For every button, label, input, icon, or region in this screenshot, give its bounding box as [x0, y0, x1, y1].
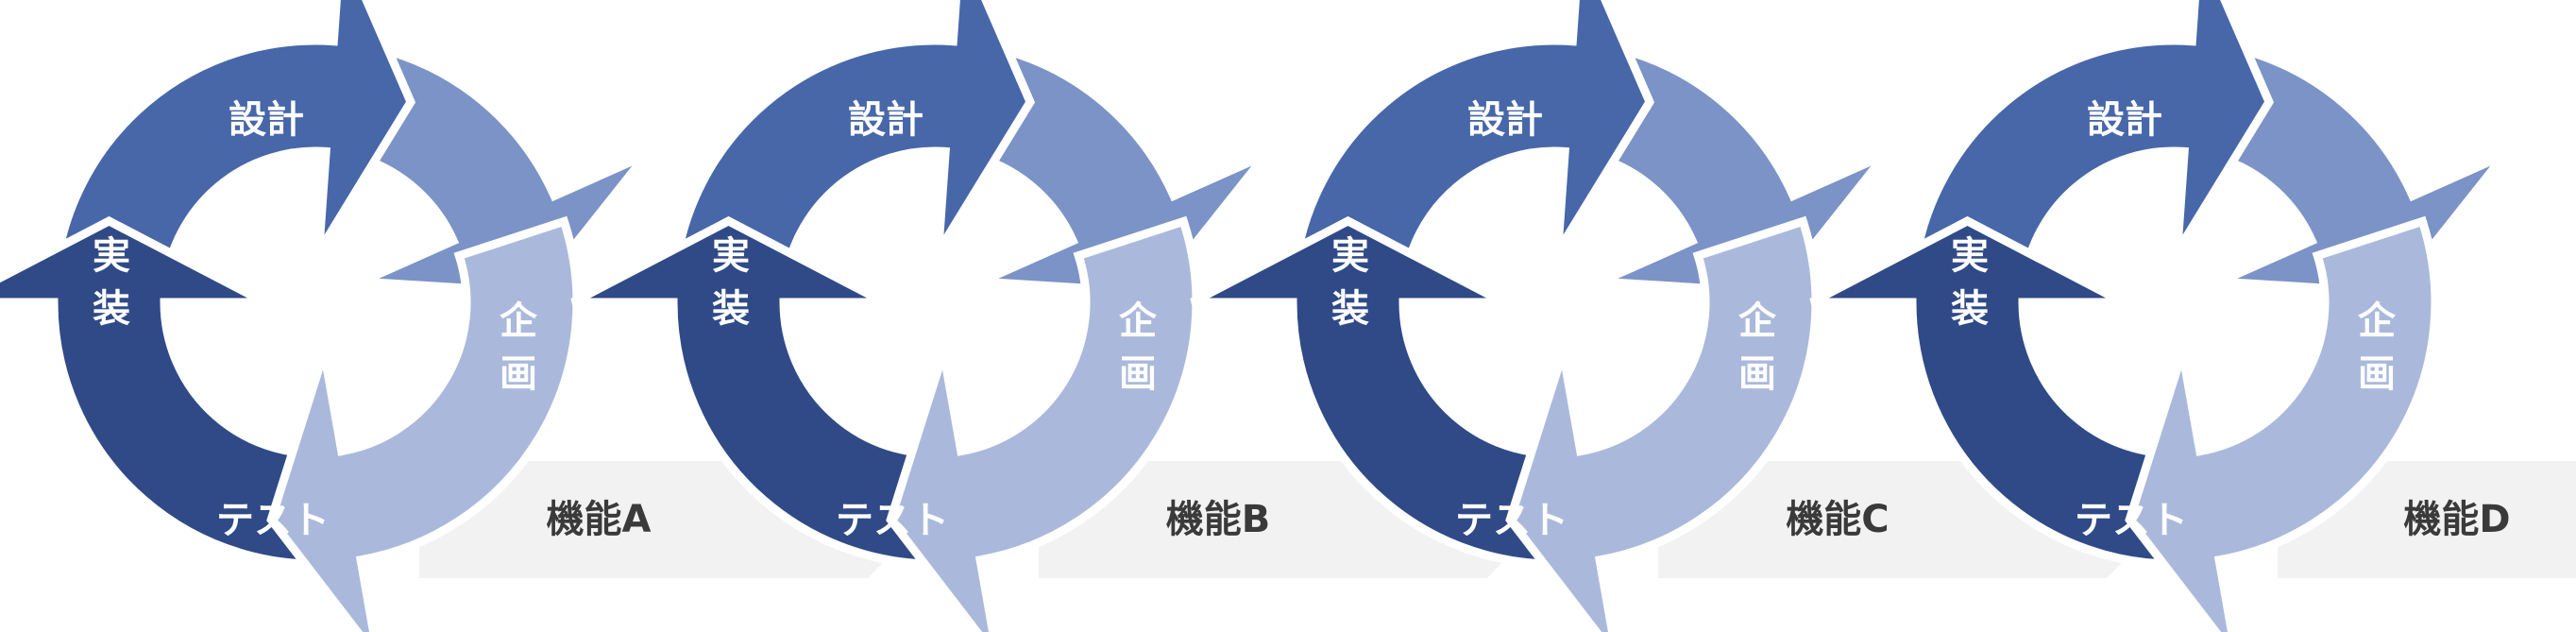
implement-label-4: 実装 [1951, 234, 1989, 331]
feature-label-1: 機能A [547, 498, 652, 541]
feature-label-4: 機能D [2403, 498, 2510, 541]
design-label-2: 設計 [848, 98, 924, 142]
plan-arrow-1 [266, 215, 582, 632]
implement-arrow-2 [669, 0, 1036, 292]
test-label-2: テスト [836, 499, 949, 542]
implement-label-1: 実装 [93, 234, 130, 331]
design-label-3: 設計 [1467, 98, 1543, 142]
implement-label-3: 実装 [1331, 234, 1369, 331]
plan-arrow-3 [1505, 215, 1821, 632]
design-label-1: 設計 [229, 98, 304, 142]
design-label-4: 設計 [2087, 98, 2162, 142]
feature-label-2: 機能B [1166, 498, 1271, 541]
test-arrow-4 [1809, 215, 2215, 569]
test-label-3: テスト [1455, 499, 1568, 542]
implement-arrow-4 [1908, 0, 2275, 292]
plan-label-2: 企画 [1119, 299, 1158, 396]
test-label-1: テスト [216, 499, 330, 542]
test-arrow-1 [0, 215, 357, 569]
implement-arrow-1 [50, 0, 416, 292]
cycle-4: 設計 テスト 実装 企画 機能D [1809, 0, 2576, 632]
plan-label-1: 企画 [500, 299, 538, 396]
plan-label-3: 企画 [1738, 299, 1777, 396]
test-arrow-2 [570, 215, 976, 569]
implement-arrow-3 [1289, 0, 1655, 292]
plan-arrow-2 [886, 215, 1201, 632]
plan-label-4: 企画 [2358, 299, 2397, 396]
plan-arrow-4 [2125, 215, 2440, 632]
implement-label-2: 実装 [712, 234, 750, 331]
test-label-4: テスト [2075, 499, 2188, 542]
cycle-3: 設計 テスト 実装 企画 機能C [1190, 0, 2163, 632]
test-arrow-3 [1190, 215, 1596, 569]
cycle-2: 設計 テスト 実装 企画 機能B [570, 0, 1544, 632]
feature-label-3: 機能C [1786, 498, 1889, 541]
cycle-1: 設計 テスト 実装 企画 機能A [0, 0, 924, 632]
